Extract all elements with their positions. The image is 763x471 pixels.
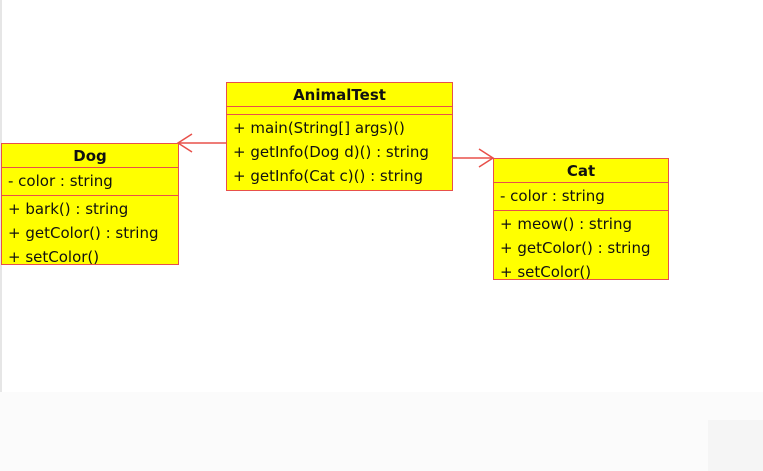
class-dog[interactable]: Dog - color : string + bark() : string +… — [1, 143, 179, 266]
operation: + getColor() : string — [500, 239, 651, 257]
attribute: - color : string — [500, 187, 605, 205]
operation: + setColor() — [500, 263, 592, 281]
operation: + main(String[] args)() — [233, 119, 405, 137]
dependency-animaltest-to-cat[interactable] — [453, 148, 495, 168]
operation: + meow() : string — [500, 215, 632, 233]
operations-section: + meow() : string + getColor() : string … — [494, 211, 668, 286]
attributes-section — [227, 107, 452, 115]
operation: + getInfo(Cat c)() : string — [233, 167, 423, 185]
class-cat[interactable]: Cat - color : string + meow() : string +… — [493, 158, 669, 281]
class-name: Cat — [494, 159, 668, 183]
operation: + setColor() — [8, 248, 100, 266]
operation: + bark() : string — [8, 200, 129, 218]
class-animaltest[interactable]: AnimalTest + main(String[] args)() + get… — [226, 82, 453, 191]
operations-section: + bark() : string + getColor() : string … — [2, 196, 178, 271]
operation: + getInfo(Dog d)() : string — [233, 143, 429, 161]
attributes-section: - color : string — [2, 168, 178, 196]
operation: + getColor() : string — [8, 224, 159, 242]
class-name: Dog — [2, 144, 178, 168]
dependency-animaltest-to-dog[interactable] — [176, 133, 226, 153]
canvas-bottom-band — [0, 392, 763, 471]
attribute: - color : string — [8, 172, 113, 190]
operations-section: + main(String[] args)() + getInfo(Dog d)… — [227, 115, 452, 190]
class-name: AnimalTest — [227, 83, 452, 107]
attributes-section: - color : string — [494, 183, 668, 211]
canvas-corner-block — [708, 420, 763, 471]
